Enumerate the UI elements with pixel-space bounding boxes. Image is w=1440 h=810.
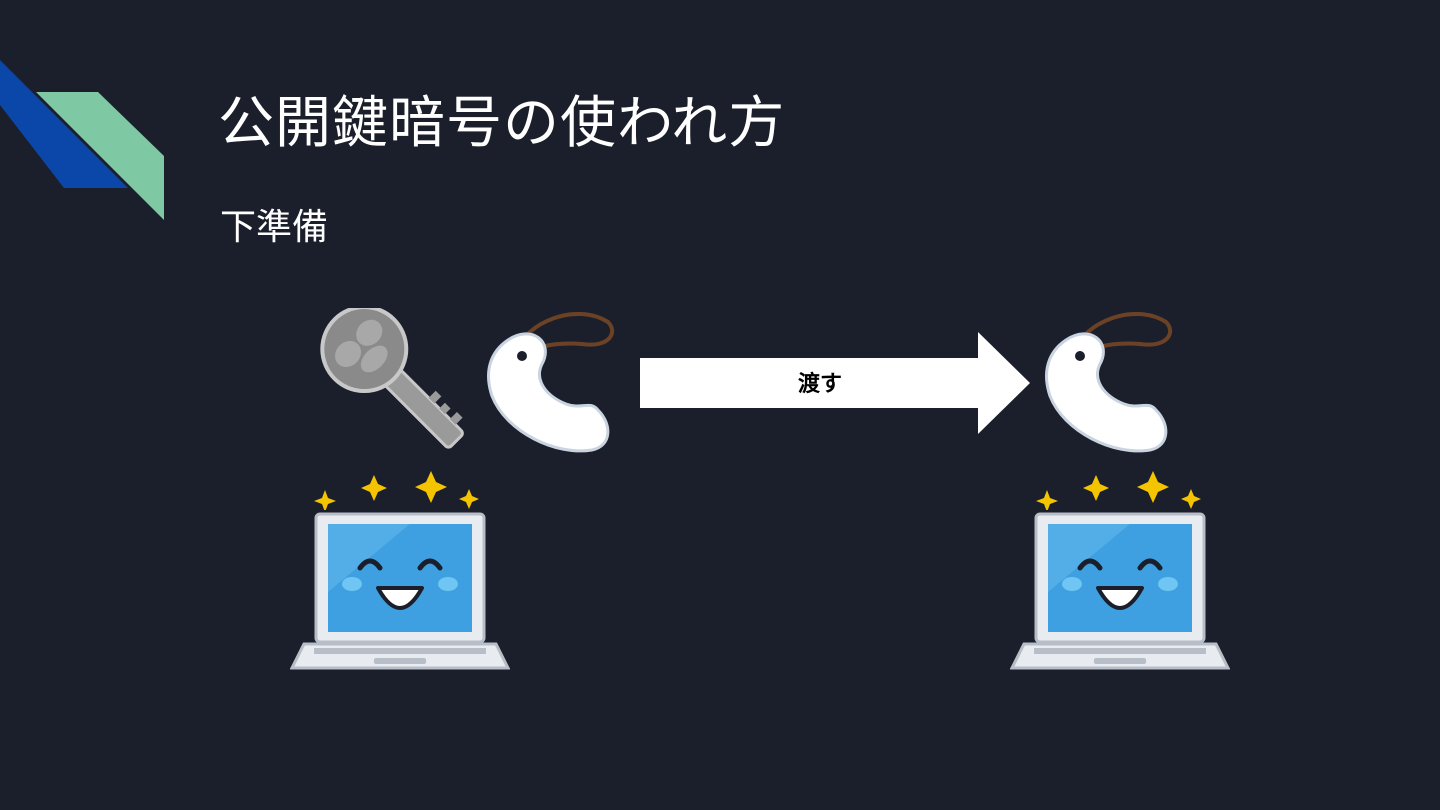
slide-title: 公開鍵暗号の使われ方 [218,91,786,156]
laptop-icon [1010,512,1230,670]
arrow-label: 渡す [797,372,842,397]
sparkle-icon [1036,471,1201,510]
transfer-arrow [640,332,1030,434]
sparkle-icon [314,471,479,510]
public-key-tag-icon [1045,312,1173,453]
laptop-icon [290,512,510,670]
private-key-icon [320,308,464,449]
public-key-tag-icon [487,312,615,453]
corner-decoration [0,60,164,220]
slide-subtitle: 下準備 [220,207,329,248]
